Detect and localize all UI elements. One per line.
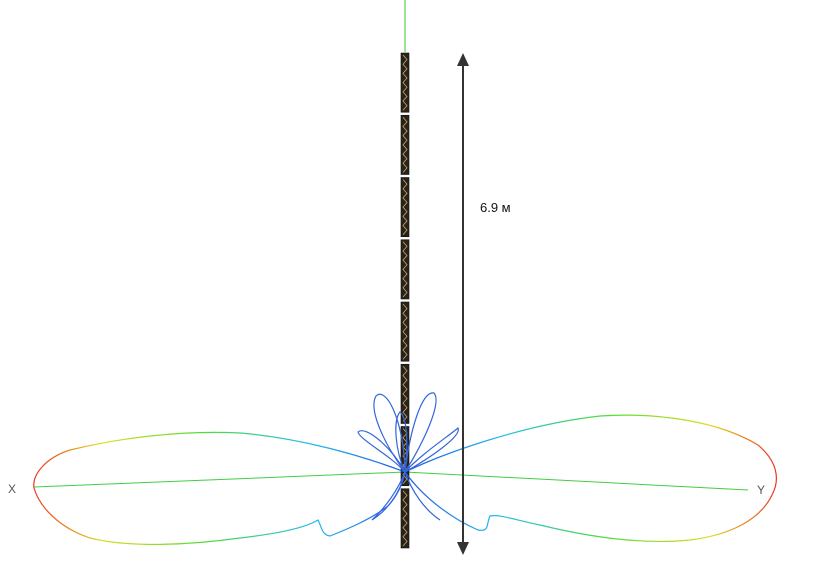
mast-segment: [400, 52, 410, 113]
minor-lobe-upper-3: [357, 430, 406, 473]
main-lobe-left: [33, 431, 406, 546]
minor-lobe-upper-1: [373, 393, 406, 474]
arrow-head-top: [457, 53, 469, 66]
minor-lobe-upper-2: [404, 392, 437, 473]
mast-segment: [400, 301, 410, 362]
dimension-arrow: [457, 53, 469, 555]
height-dimension-label: 6.9 м: [480, 200, 511, 215]
mast-segment: [400, 239, 410, 300]
mast-segment: [400, 114, 410, 175]
minor-lobe-lower: [371, 471, 441, 521]
mast-segment-texture: [402, 428, 408, 485]
y-axis-label: Y: [757, 483, 766, 497]
minor-lobe-upper-4: [404, 427, 459, 473]
mast-segment: [400, 488, 410, 549]
x-axis-line: [33, 471, 406, 488]
mast-segment-texture: [402, 241, 408, 298]
mast-segment-texture: [402, 116, 408, 173]
mast-segment-texture: [402, 303, 408, 360]
mast-segment-texture: [402, 490, 408, 547]
antenna-mast: [400, 52, 410, 549]
mast-segment-texture: [402, 179, 408, 236]
mast-segment: [400, 426, 410, 487]
mast-segment: [400, 177, 410, 238]
mast-segment-texture: [402, 365, 408, 422]
arrow-head-bottom: [457, 542, 469, 555]
main-lobe-right: [404, 414, 777, 542]
mast-segment-texture: [402, 54, 408, 111]
minor-lobe-upper-5: [395, 411, 408, 475]
y-axis-line: [404, 471, 749, 491]
x-axis-label: X: [8, 482, 17, 496]
radiation-pattern: [33, 392, 777, 546]
